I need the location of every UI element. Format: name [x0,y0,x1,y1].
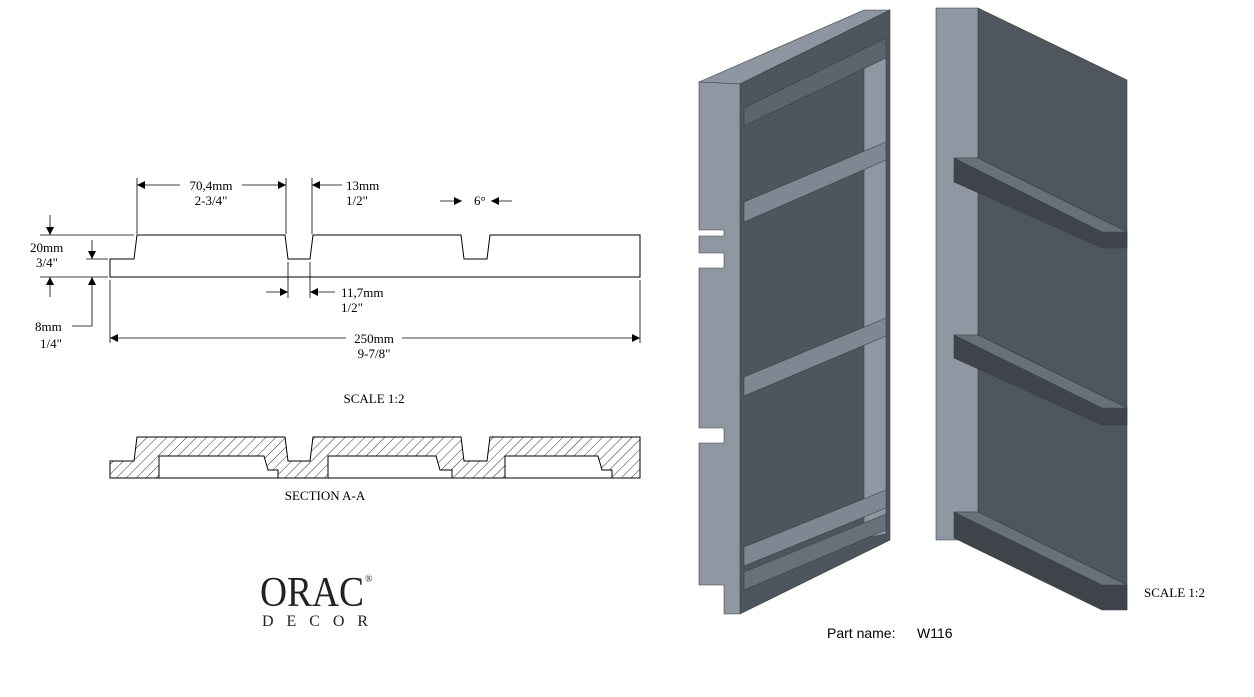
dim-groove-spacing-in: 2-3/4" [195,193,228,208]
logo-registered-mark: ® [365,574,373,585]
logo-word-orac: ORAC [260,570,364,616]
dim-groove-bottom-in: 1/2" [341,300,363,315]
panel-back-edge-face [698,81,741,615]
panel-front-3d [935,7,1128,611]
section-hatched-body [109,436,641,479]
dim-width-in: 9-7/8" [358,346,391,361]
panel-back-right-strip [863,57,887,539]
profile-outline [109,234,641,278]
profile-view [109,234,641,278]
panel-front-groove-2-lip [953,334,1128,409]
scale-label-left: SCALE 1:2 [343,391,404,406]
panel-front-edge [935,7,979,541]
dim-groove-top-in: 1/2" [346,193,368,208]
dim-groove-bottom-mm: 11,7mm [341,285,384,300]
part-name-label: Part name: [827,625,895,641]
dimension-lines [46,181,640,342]
panel-back-rib-3 [743,489,887,567]
dim-lip-mm: 8mm [35,319,62,334]
logo-word-decor: DECOR [262,613,368,630]
panel-back-rib-2 [743,317,887,397]
dim-groove-top-mm: 13mm [346,178,379,193]
panel-front-face [977,7,1128,611]
dim-groove-angle: 6° [474,193,486,208]
extension-lines [40,178,641,343]
dim-width-mm: 250mm [354,331,394,346]
panel-back-rib-top [743,37,887,127]
panel-back-rib-bottom [743,513,887,591]
panel-front-groove-3-lip [953,511,1128,586]
dimension-texts: 70,4mm 2-3/4" 13mm 1/2" 6° 20mm 3/4" 11,… [30,178,486,503]
panel-back-rib-1 [743,141,887,223]
panel-front-groove-1-lip [953,157,1128,233]
dim-lip-in: 1/4" [40,336,62,351]
orac-decor-logo: ORAC ® DECOR [260,570,373,630]
section-view [109,436,641,479]
section-label: SECTION A-A [285,488,366,503]
part-name-value: W116 [917,625,953,641]
dim-thickness-in: 3/4" [36,255,58,270]
dim-groove-spacing-mm: 70,4mm [190,178,233,193]
panel-back-3d [698,9,891,615]
dim-thickness-mm: 20mm [30,240,63,255]
scale-label-right: SCALE 1:2 [1144,585,1205,600]
